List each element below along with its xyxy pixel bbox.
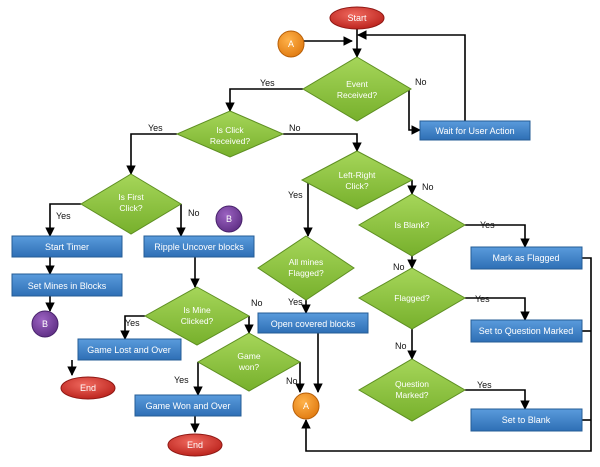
edge-label-event-no: No (415, 77, 427, 87)
process-game-won-over: Game Won and Over (134, 394, 242, 417)
decision-click-received: Is Click Received? (175, 110, 285, 158)
decision-label: Flagged? (394, 293, 430, 303)
process-label: Ripple Uncover blocks (154, 242, 244, 252)
edge-label-blank-yes: Yes (480, 220, 495, 230)
decision-label: Received? (337, 90, 377, 100)
edge-label-first-no: No (188, 208, 200, 218)
connector-a-top: A (277, 30, 305, 58)
decision-all-mines-flagged: All mines Flagged? (257, 235, 355, 301)
terminal-start: Start (329, 6, 385, 30)
decision-label: Click? (345, 181, 368, 191)
edge-label-lr-yes: Yes (288, 190, 303, 200)
decision-label: Marked? (395, 390, 428, 400)
process-label: Set Mines in Blocks (28, 281, 107, 291)
edge-wait-loop (357, 30, 466, 121)
decision-is-blank: Is Blank? (358, 193, 466, 257)
decision-label: Is Mine (183, 305, 211, 315)
edge-label-click-yes: Yes (148, 123, 163, 133)
edge-event-yes (225, 88, 303, 112)
edge-label-allmines-yes: Yes (288, 297, 303, 307)
terminal-end-lost: End (60, 376, 116, 400)
process-set-to-blank: Set to Blank (470, 408, 583, 432)
connector-b-left-label: B (42, 319, 48, 329)
decision-label: Is Blank? (395, 220, 430, 230)
process-label: Game Lost and Over (87, 345, 171, 355)
edge-blank-yes (465, 224, 530, 248)
process-wait-for-user-action: Wait for User Action (419, 120, 531, 141)
edge-question-yes (465, 389, 530, 410)
edge-label-event-yes: Yes (260, 78, 275, 88)
edge-label-mine-yes: Yes (125, 318, 140, 328)
edge-click-no (283, 133, 362, 152)
edge-labels: Yes No Yes No Yes No Yes No Yes No Yes Y… (56, 77, 495, 390)
decision-game-won: Game won? (196, 332, 302, 392)
process-open-covered: Open covered blocks (257, 312, 369, 334)
process-label: Set to Blank (502, 415, 551, 425)
edge-event-no (408, 89, 421, 135)
decision-flagged: Flagged? (357, 267, 467, 330)
decision-label: Is First (118, 192, 144, 202)
connector-b-mid-label: B (226, 214, 232, 224)
decision-label: Click? (119, 203, 142, 213)
process-label: Wait for User Action (435, 126, 514, 136)
decision-label: Clicked? (181, 316, 214, 326)
edge-label-flagged-no: No (395, 341, 407, 351)
edge-label-click-no: No (289, 123, 301, 133)
process-label: Mark as Flagged (492, 253, 559, 263)
process-start-timer: Start Timer (11, 235, 123, 258)
edge-label-lr-no: No (422, 182, 434, 192)
edge-first-yes (45, 203, 81, 237)
connector-a-bottom-label: A (303, 401, 309, 411)
edge-click-yes (126, 133, 177, 175)
connector-a-bottom: A (292, 392, 320, 420)
edge-label-flagged-yes: Yes (475, 294, 490, 304)
edge-label-won-yes: Yes (174, 375, 189, 385)
decision-label: Game (237, 351, 260, 361)
decision-label: Left-Right (339, 170, 376, 180)
process-mark-as-flagged: Mark as Flagged (470, 246, 583, 270)
decision-first-click: Is First Click? (80, 173, 182, 235)
process-set-question-marked: Set to Question Marked (470, 319, 583, 343)
end-won-label: End (187, 440, 203, 450)
start-label: Start (347, 13, 367, 23)
edge-mine-yes (120, 315, 145, 340)
edge-label-blank-no: No (393, 262, 405, 272)
process-label: Set to Question Marked (479, 326, 574, 336)
edge-label-mine-no: No (251, 298, 263, 308)
decision-event-received: Event Received? (302, 56, 412, 122)
decision-left-right-click: Left-Right Click? (300, 150, 414, 210)
process-set-mines: Set Mines in Blocks (11, 273, 123, 297)
decision-mine-clicked: Is Mine Clicked? (143, 286, 251, 346)
decision-label: Event (346, 79, 368, 89)
process-label: Game Won and Over (146, 401, 231, 411)
decision-label: Flagged? (288, 268, 324, 278)
decision-label: Received? (210, 136, 250, 146)
process-label: Start Timer (45, 242, 89, 252)
decision-label: All mines (289, 257, 323, 267)
process-game-lost: Game Lost and Over (77, 338, 182, 361)
edge-label-won-no: No (286, 376, 298, 386)
process-label: Open covered blocks (271, 319, 356, 329)
edge-return-to-a (301, 257, 592, 452)
connector-b-mid: B (215, 205, 243, 233)
connector-b-left: B (31, 310, 59, 338)
process-ripple-uncover: Ripple Uncover blocks (143, 235, 255, 258)
decision-label: Is Click (216, 125, 244, 135)
decision-label: Question (395, 379, 429, 389)
edge-flagged-yes (465, 297, 530, 321)
connector-a-top-label: A (288, 39, 294, 49)
end-lost-label: End (80, 383, 96, 393)
terminal-end-won: End (167, 433, 223, 457)
edge-label-first-yes: Yes (56, 211, 71, 221)
decision-question-marked: Question Marked? (358, 358, 466, 422)
edges (45, 27, 592, 452)
decision-label: won? (238, 362, 260, 372)
edge-label-question-yes: Yes (477, 380, 492, 390)
